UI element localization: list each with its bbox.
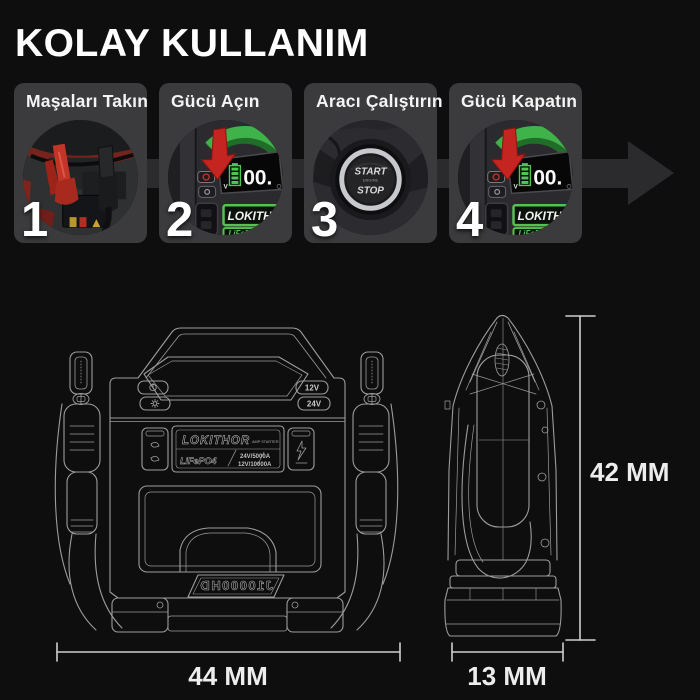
chemistry-label: LiFePO4	[180, 456, 217, 466]
right-foot	[286, 597, 344, 633]
body-outline	[109, 327, 346, 593]
handle-recess	[143, 356, 309, 401]
cable-loop	[461, 424, 532, 579]
start-stop-button	[346, 155, 395, 204]
button-12v	[295, 380, 329, 395]
arrow-right-icon	[580, 159, 628, 188]
start-text: START	[354, 167, 387, 178]
step-number: 4	[456, 193, 484, 247]
step-label: Gücü Kapatın	[461, 91, 578, 111]
lower-recess	[138, 485, 322, 573]
cable-icon	[150, 442, 160, 448]
silver-ring	[339, 148, 402, 211]
cable	[30, 151, 137, 167]
right-clamp	[330, 351, 399, 631]
side-view	[444, 314, 562, 637]
base-block	[444, 587, 562, 637]
model-label-mirrored: J10000HD	[199, 578, 273, 593]
step-card-3: Aracı Çalıştırın START ENGINE STOP 3	[304, 83, 443, 247]
jaw-teeth	[494, 343, 510, 377]
step-card-1: Maşaları Takın	[14, 83, 149, 247]
spec-12v: 12V/10000A	[238, 462, 272, 468]
steps-strip: 00. V LOKITH LiFeP Maşaları Takın	[0, 0, 700, 260]
arrow-right-icon	[628, 141, 674, 205]
dimension-lines	[56, 315, 596, 662]
step-connector-3-4	[437, 159, 449, 188]
spec-24v: 24V/5000A	[240, 454, 271, 460]
page-title: KOLAY KULLANIM	[15, 22, 369, 65]
left-clamp	[54, 351, 123, 631]
warning-icon	[92, 219, 101, 228]
step-label: Gücü Açın	[171, 91, 260, 111]
step-card-2: Gücü Açın 2	[159, 83, 292, 247]
engine-text: ENGINE	[363, 177, 379, 182]
label-24v: 24V	[307, 400, 322, 409]
side-outline-right	[496, 314, 558, 561]
start-button-photo: START ENGINE STOP	[313, 120, 428, 235]
light-button	[139, 396, 171, 411]
width-dimension-front: 44 MM	[188, 661, 267, 691]
light-icon	[150, 399, 160, 408]
button-24v	[297, 396, 331, 411]
label-12v: 12V	[305, 384, 320, 393]
front-view: 12V 24V LOKITHOR AMP STARTER LiFePO4	[54, 327, 399, 633]
width-dimension-side: 13 MM	[467, 661, 546, 691]
height-dimension: 42 MM	[590, 457, 669, 487]
step-label: Aracı Çalıştırın	[316, 91, 443, 111]
stop-text: STOP	[357, 185, 384, 196]
step-number: 2	[166, 193, 194, 247]
device-power-on-photo	[168, 120, 283, 235]
base-plate	[455, 559, 551, 577]
step-connector-1-2	[147, 159, 159, 188]
left-port-panel	[141, 427, 169, 471]
brand-sub-label: AMP STARTER	[252, 440, 279, 444]
red-clamp	[44, 143, 79, 205]
device-power-off-photo	[458, 120, 573, 235]
model-plate	[187, 574, 285, 598]
step-label: Maşaları Takın	[26, 91, 149, 111]
branding-plate	[171, 425, 285, 473]
brand-label: LOKITHOR	[182, 435, 250, 447]
step-number: 1	[21, 193, 49, 247]
flash-icon	[296, 440, 307, 461]
right-port-panel	[287, 427, 315, 471]
step-card-4: Gücü Kapatın 4	[449, 83, 582, 247]
torch-button	[137, 380, 169, 395]
cable-icon	[150, 456, 160, 462]
step-number: 3	[311, 193, 339, 247]
technical-drawing: 12V 24V LOKITHOR AMP STARTER LiFePO4	[54, 314, 669, 691]
left-foot	[111, 597, 169, 633]
step-connector-2-3	[292, 159, 304, 188]
grip-arch	[179, 527, 277, 573]
